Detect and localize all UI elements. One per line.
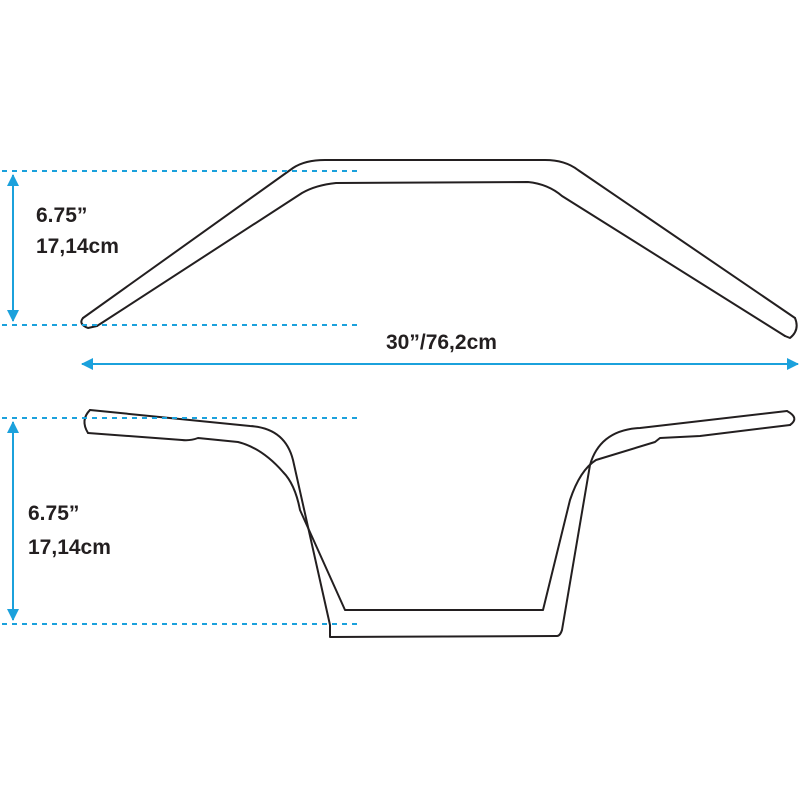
front-view-outer-edge [89, 409, 788, 638]
handlebar-top-view [80, 159, 798, 339]
front-view-left-end [83, 409, 91, 434]
top-view-height-cm-label: 17,14cm [36, 235, 119, 258]
handlebar-front-view [83, 409, 796, 638]
top-view-inner-edge [96, 181, 786, 337]
top-view-left-end [80, 317, 98, 329]
top-view-right-end [784, 317, 798, 339]
front-view-right-end [786, 410, 796, 426]
front-view-height-inches-label: 6.75” [28, 502, 80, 525]
top-view-height-inches-label: 6.75” [36, 204, 88, 227]
dimension-guides [2, 170, 799, 625]
top-view-outer-edge [82, 159, 796, 319]
width-label: 30”/76,2cm [386, 331, 497, 354]
front-view-inner-edge [87, 424, 791, 611]
front-view-height-cm-label: 17,14cm [28, 536, 111, 559]
